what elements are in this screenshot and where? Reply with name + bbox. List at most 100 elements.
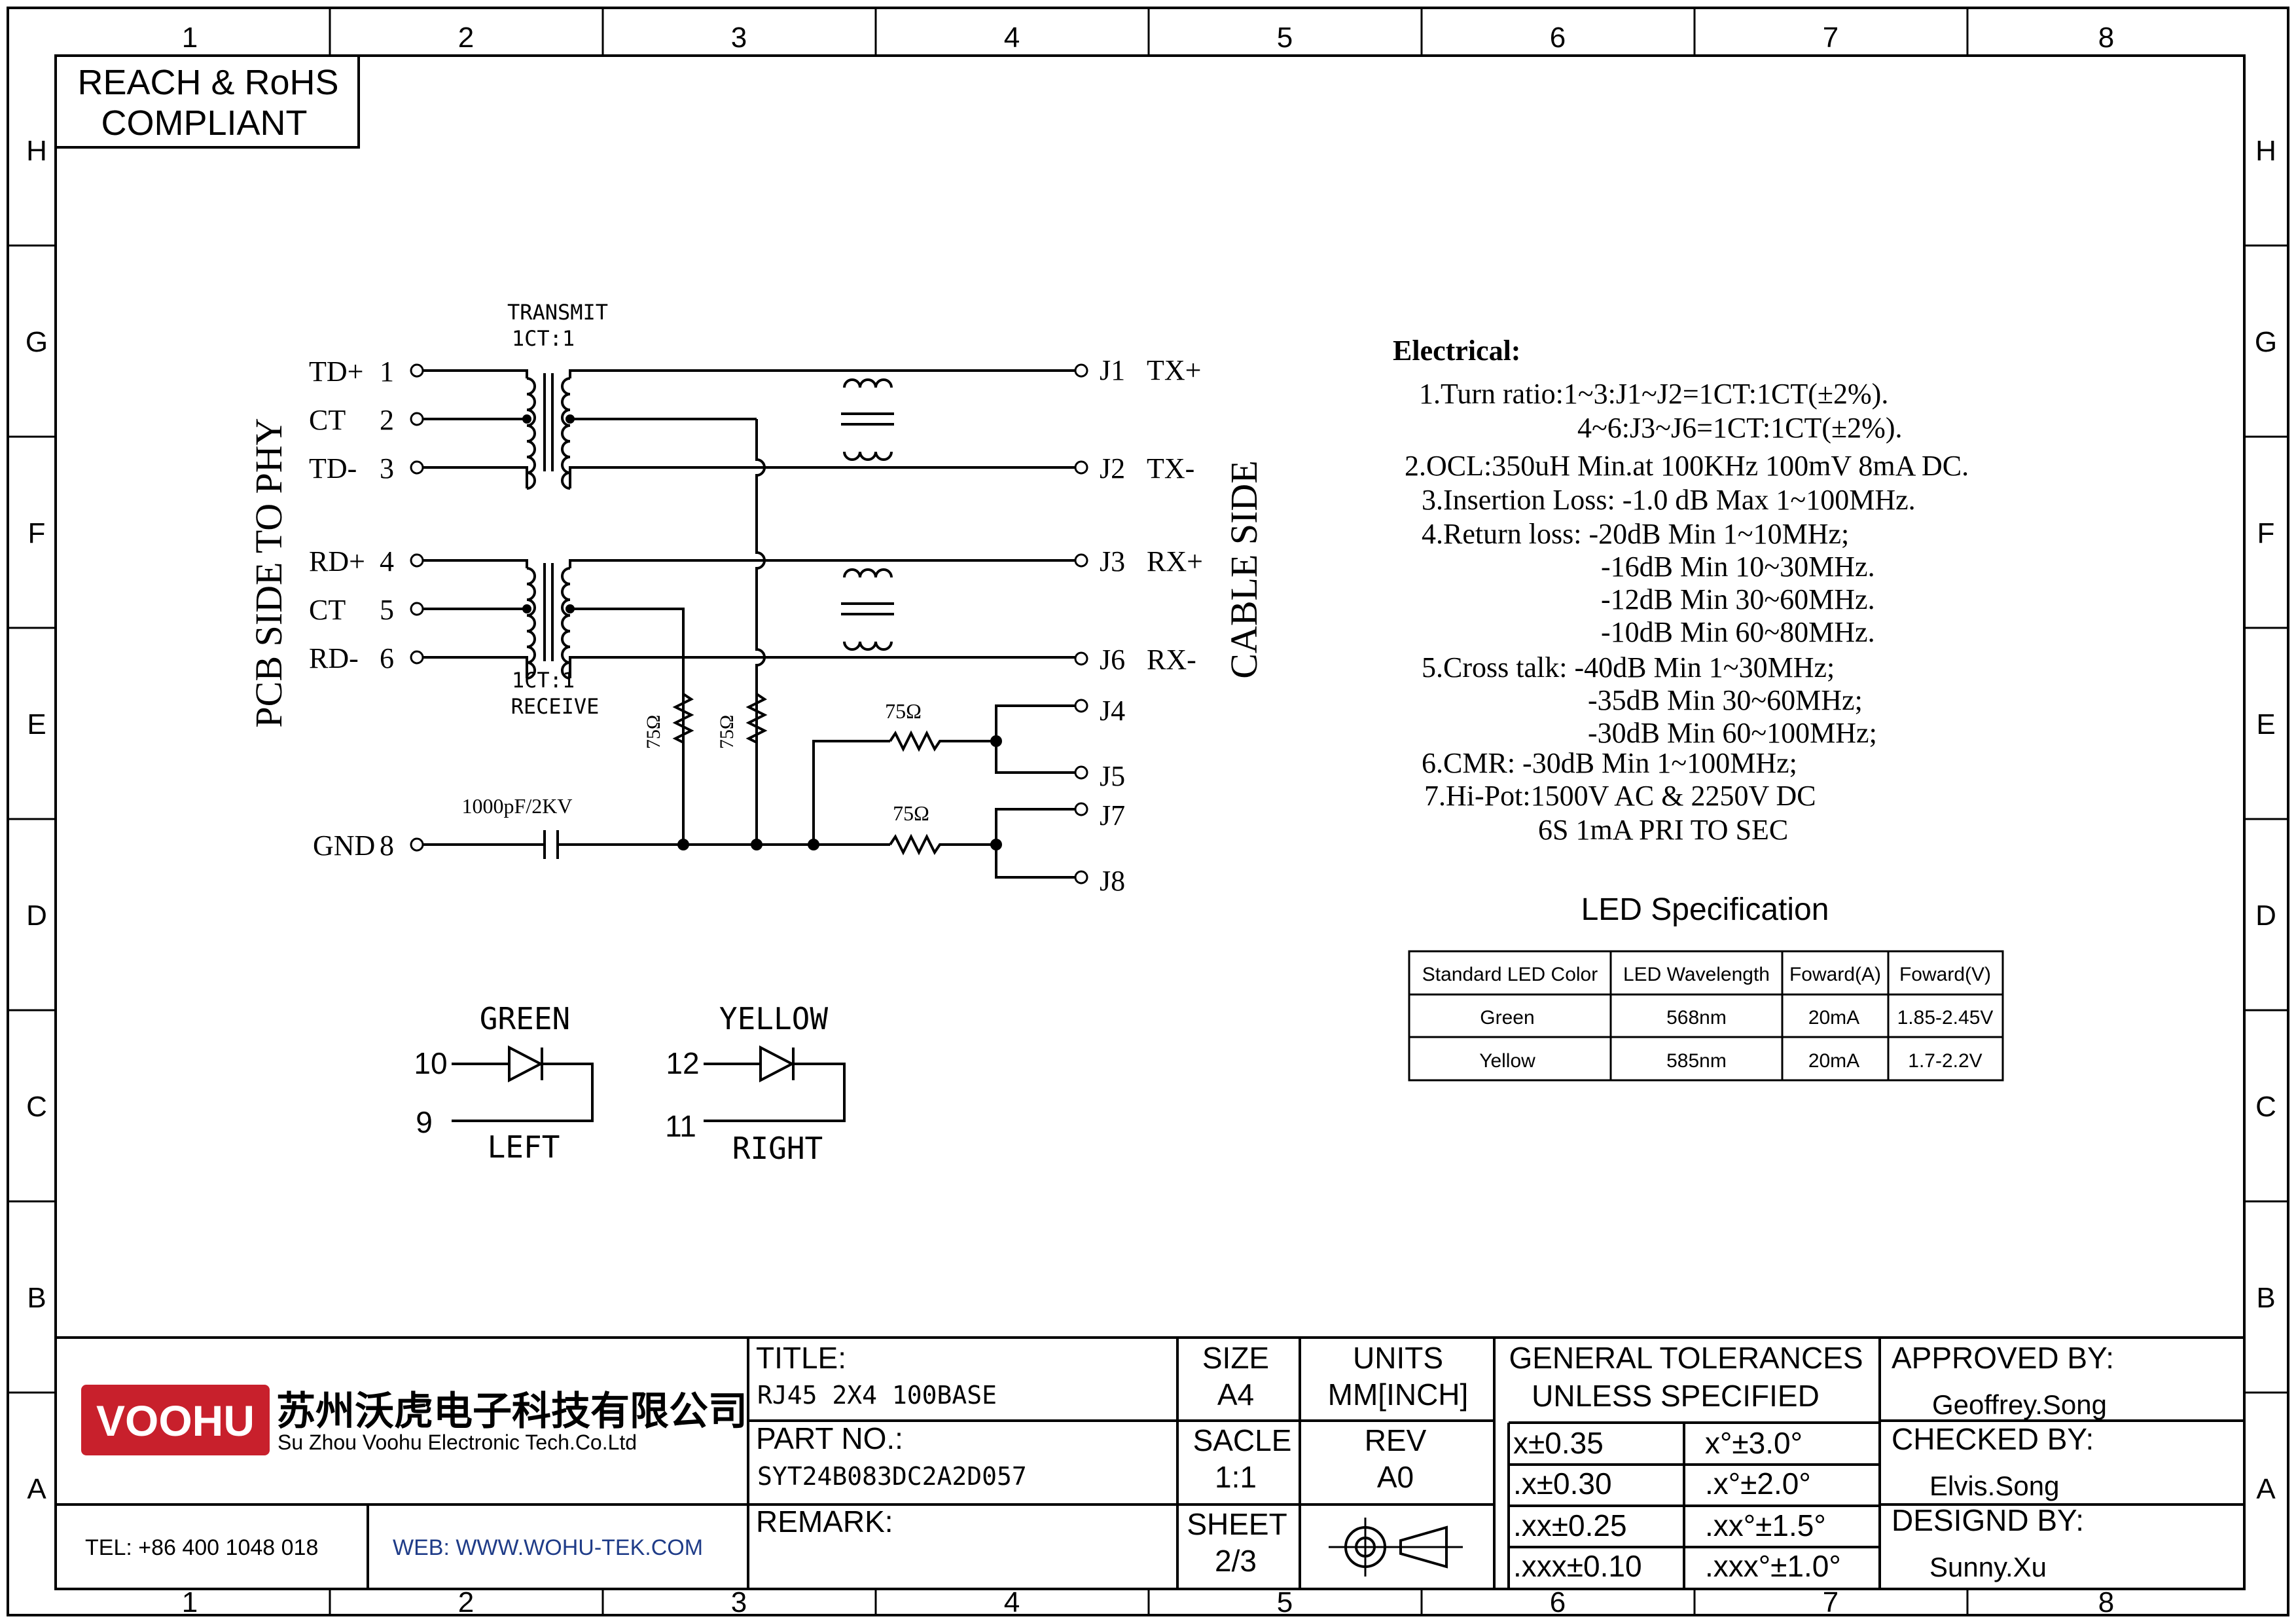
pin-signal: TX-	[1147, 452, 1194, 484]
checked-label: CHECKED BY:	[1892, 1422, 2094, 1456]
led-pin-number: 9	[416, 1105, 433, 1139]
sheet-label: SHEET	[1187, 1507, 1287, 1541]
tolerance-value: .xx±0.25	[1513, 1508, 1627, 1542]
spec-line: 6S 1mA PRI TO SEC	[1538, 814, 1788, 846]
resistor-label: 75Ω	[885, 699, 922, 723]
approved-label: APPROVED BY:	[1892, 1341, 2114, 1375]
right-led-label: RIGHT	[732, 1131, 823, 1166]
receive-transformer	[423, 559, 1075, 845]
led-pin-number: 10	[414, 1046, 447, 1080]
spec-line: 1.Turn ratio:1~3:J1~J2=1CT:1CT(±2%).	[1419, 378, 1888, 410]
col-label: 7	[1823, 22, 1839, 54]
pin-number: 3	[380, 452, 394, 484]
spec-line: -35dB Min 30~60MHz;	[1588, 684, 1863, 716]
row-label: G	[26, 326, 48, 358]
company-name-cn: 苏州沃虎电子科技有限公司	[276, 1389, 747, 1433]
pin-number: 6	[380, 642, 394, 674]
pin-signal: RX-	[1147, 644, 1196, 676]
pin-name: GND	[313, 830, 375, 862]
compliance-box: REACH & RoHS COMPLIANT	[56, 56, 360, 149]
part-value: SYT24B083DC2A2D057	[757, 1462, 1027, 1491]
transformer-schematic: PCB SIDE TO PHY CABLE SIDE TRANSMIT 1CT:…	[247, 300, 1265, 897]
pin-name: J5	[1100, 760, 1125, 792]
tolerance-value: .x±0.30	[1513, 1467, 1612, 1501]
spec-line: -10dB Min 60~80MHz.	[1601, 616, 1875, 648]
ground-network: 1000pF/2KV 75Ω 75Ω	[423, 699, 1075, 879]
pin-name: CT	[309, 594, 346, 626]
spec-line: 2.OCL:350uH Min.at 100KHz 100mV 8mA DC.	[1405, 450, 1969, 482]
title-block: VOOHU 苏州沃虎电子科技有限公司 Su Zhou Voohu Electro…	[56, 1336, 2244, 1589]
table-cell: 1.85-2.45V	[1897, 1007, 1994, 1029]
pin-name: J8	[1100, 865, 1125, 897]
col-label: 1	[182, 1586, 198, 1618]
col-label: 4	[1004, 1586, 1020, 1618]
col-label: 7	[1823, 1586, 1839, 1618]
units-value: MM[INCH]	[1328, 1377, 1469, 1412]
pin-name: J6	[1100, 644, 1125, 676]
resistor-r2	[745, 693, 768, 744]
spec-line: 6.CMR: -30dB Min 1~100MHz;	[1422, 747, 1797, 779]
pin-number: 5	[380, 594, 394, 626]
table-cell: 1.7-2.2V	[1908, 1050, 1982, 1072]
yellow-led: YELLOW 12 11 RIGHT	[665, 1001, 846, 1166]
led-spec-table: LED Specification Standard LED Color LED…	[1408, 892, 2004, 1082]
col-label: 4	[1004, 22, 1020, 54]
company-logo: VOOHU 苏州沃虎电子科技有限公司 Su Zhou Voohu Electro…	[81, 1385, 747, 1455]
table-header: Foward(V)	[1899, 964, 1991, 985]
row-label: H	[2255, 135, 2276, 167]
table-header: Standard LED Color	[1422, 964, 1598, 985]
pin-number: 8	[380, 830, 394, 862]
checked-value: Elvis.Song	[1929, 1470, 2059, 1501]
approved-value: Geoffrey.Song	[1932, 1389, 2107, 1420]
sheet-value: 2/3	[1215, 1544, 1257, 1578]
spec-line: 3.Insertion Loss: -1.0 dB Max 1~100MHz.	[1422, 484, 1916, 516]
resistor-label: 75Ω	[716, 715, 738, 749]
table-cell: Green	[1480, 1007, 1534, 1029]
projection-symbol-icon	[1329, 1518, 1463, 1577]
pin-name: TD+	[309, 356, 363, 388]
left-led-label: LEFT	[488, 1129, 560, 1165]
ct-bus	[755, 419, 766, 845]
scale-value: 1:1	[1215, 1460, 1257, 1494]
scale-label: SACLE	[1193, 1423, 1292, 1457]
col-label: 6	[1550, 1586, 1566, 1618]
row-labels-left: H G F E D C B A	[26, 135, 48, 1505]
title-value: RJ45 2X4 100BASE	[757, 1381, 997, 1410]
tolerance-value: .xx°±1.5°	[1705, 1508, 1826, 1542]
spec-line: -12dB Min 30~60MHz.	[1601, 583, 1875, 615]
col-label: 2	[458, 22, 474, 54]
pin-number: 4	[380, 545, 394, 577]
capacitor-label: 1000pF/2KV	[462, 794, 573, 818]
col-label: 3	[731, 22, 747, 54]
yellow-led-title: YELLOW	[719, 1001, 828, 1036]
row-label: B	[2256, 1282, 2275, 1314]
company-web: WEB: WWW.WOHU-TEK.COM	[393, 1535, 703, 1560]
pin-name: RD+	[309, 545, 365, 577]
pin-name: J1	[1100, 354, 1125, 386]
spec-line: 5.Cross talk: -40dB Min 1~30MHz;	[1422, 651, 1835, 684]
border-ticks	[8, 8, 2288, 1615]
spec-line: -30dB Min 60~100MHz;	[1588, 717, 1877, 749]
pin-number: 2	[380, 404, 394, 436]
tolerance-title-2: UNLESS SPECIFIED	[1532, 1379, 1820, 1413]
tolerance-title-1: GENERAL TOLERANCES	[1509, 1341, 1863, 1375]
row-label: B	[27, 1282, 46, 1314]
table-cell: 20mA	[1808, 1007, 1859, 1029]
company-tel: TEL: +86 400 1048 018	[85, 1535, 318, 1560]
pin-number: 1	[380, 356, 394, 388]
column-labels-top: 1 2 3 4 5 6 7 8	[182, 22, 2114, 54]
col-label: 3	[731, 1586, 747, 1618]
rev-label: REV	[1365, 1423, 1427, 1457]
designed-label: DESIGND BY:	[1892, 1503, 2084, 1537]
rev-value: A0	[1377, 1460, 1414, 1494]
remark-label: REMARK:	[756, 1504, 893, 1539]
designed-value: Sunny.Xu	[1929, 1552, 2047, 1582]
col-label: 5	[1277, 1586, 1293, 1618]
led-spec-title: LED Specification	[1581, 892, 1829, 927]
col-label: 8	[2098, 22, 2114, 54]
transmit-ratio: 1CT:1	[512, 326, 575, 351]
row-label: A	[2256, 1473, 2276, 1505]
green-led-title: GREEN	[480, 1001, 570, 1036]
spec-line: 7.Hi-Pot:1500V AC & 2250V DC	[1424, 780, 1816, 812]
